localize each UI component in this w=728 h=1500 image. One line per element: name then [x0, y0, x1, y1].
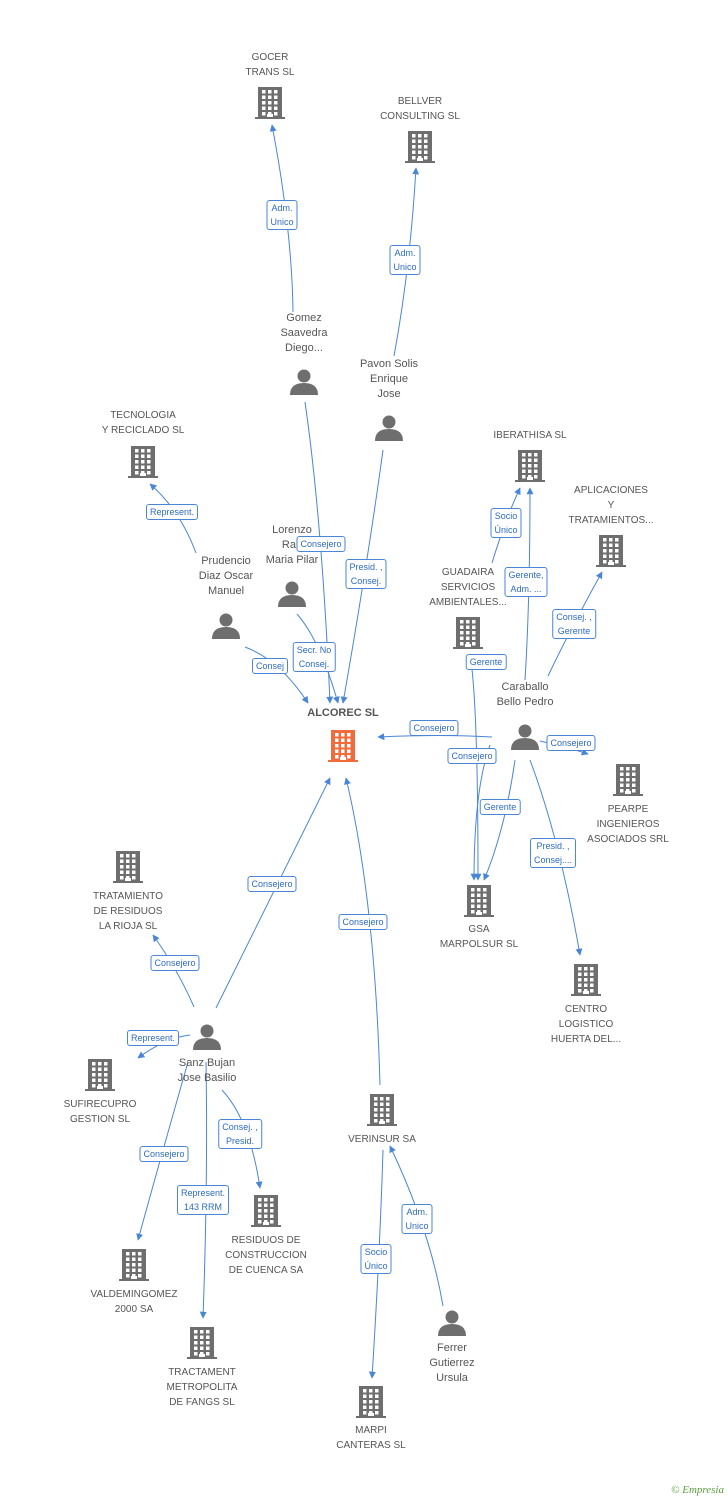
- person-label[interactable]: Ferrer Gutierrez Ursula: [429, 1342, 475, 1384]
- relationship-label: Adm. Unico: [389, 245, 421, 275]
- focus-company-icon[interactable]: [328, 730, 358, 762]
- company-icon[interactable]: [255, 87, 285, 119]
- company-icon[interactable]: [613, 764, 643, 796]
- relationship-label: Adm. Unico: [401, 1204, 433, 1234]
- company-icon[interactable]: [515, 450, 545, 482]
- relationship-label: Represent.: [126, 1030, 180, 1046]
- focus-company-label[interactable]: ALCOREC SL: [307, 707, 379, 719]
- person-label[interactable]: Caraballo Bello Pedro: [496, 681, 554, 708]
- company-label[interactable]: RESIDUOS DE CONSTRUCCION DE CUENCA SA: [225, 1235, 307, 1276]
- company-label[interactable]: VALDEMINGOMEZ 2000 SA: [90, 1289, 178, 1315]
- company-icon[interactable]: [128, 446, 158, 478]
- relationship-label: Socio Único: [360, 1244, 392, 1274]
- relationship-label: Consejero: [150, 955, 200, 971]
- relationship-label: Consej. , Presid.: [218, 1119, 262, 1149]
- company-icon[interactable]: [85, 1059, 115, 1091]
- relationship-edge: [469, 654, 482, 881]
- relationship-edge: [483, 759, 516, 881]
- company-icon[interactable]: [187, 1327, 217, 1359]
- relationship-label: Gerente, Adm. ...: [504, 567, 548, 597]
- relationship-label: Adm. Unico: [266, 200, 298, 230]
- company-label[interactable]: MARPI CANTERAS SL: [336, 1425, 406, 1451]
- relationship-edge: [344, 777, 381, 1086]
- relationship-label: Presid. , Consej.: [345, 559, 387, 589]
- relationship-label: Consejero: [447, 748, 497, 764]
- relationship-label: Consejero: [338, 914, 388, 930]
- company-label[interactable]: CENTRO LOGISTICO HUERTA DEL...: [550, 1004, 622, 1045]
- relationship-label: Socio Único: [490, 508, 522, 538]
- company-label[interactable]: GUADAIRA SERVICIOS AMBIENTALES...: [429, 567, 507, 608]
- person-label[interactable]: Pavon Solis Enrique Jose: [359, 358, 419, 400]
- watermark: © Empresia: [671, 1484, 724, 1496]
- company-icon[interactable]: [367, 1094, 397, 1126]
- relationship-label: Represent. 143 RRM: [176, 1185, 230, 1215]
- person-icon[interactable]: [438, 1310, 466, 1337]
- relationship-label: Consejero: [296, 536, 346, 552]
- person-icon[interactable]: [278, 581, 306, 608]
- company-icon[interactable]: [596, 535, 626, 567]
- company-label[interactable]: APLICACIONES Y TRATAMIENTOS...: [568, 485, 654, 526]
- person-label[interactable]: Gomez Saavedra Diego...: [280, 312, 328, 354]
- person-icon[interactable]: [212, 613, 240, 640]
- company-label[interactable]: BELLVER CONSULTING SL: [380, 96, 460, 122]
- relationship-edge: [215, 777, 331, 1009]
- relationship-label: Consej. , Gerente: [552, 609, 596, 639]
- relationship-label: Represent.: [145, 504, 199, 520]
- company-label[interactable]: TRATAMIENTO DE RESIDUOS LA RIOJA SL: [93, 891, 163, 932]
- company-icon[interactable]: [113, 851, 143, 883]
- person-label[interactable]: Prudencio Diaz Oscar Manuel: [198, 555, 254, 597]
- company-label[interactable]: IBERATHISA SL: [493, 430, 567, 441]
- person-label[interactable]: Sanz Bujan Jose Basilio: [177, 1057, 237, 1084]
- relationship-edge: [152, 934, 195, 1008]
- company-label[interactable]: PEARPE INGENIEROS ASOCIADOS SRL: [587, 804, 669, 845]
- relationship-label: Consejero: [139, 1146, 189, 1162]
- relationship-label: Gerente: [479, 799, 521, 815]
- person-icon[interactable]: [290, 369, 318, 396]
- company-label[interactable]: GOCER TRANS SL: [245, 52, 295, 78]
- person-icon[interactable]: [511, 724, 539, 751]
- relationship-label: Consejero: [546, 735, 596, 751]
- company-label[interactable]: TRACTAMENT METROPOLITA DE FANGS SL: [166, 1367, 238, 1408]
- company-label[interactable]: SUFIRECUPRO GESTION SL: [63, 1099, 137, 1125]
- company-icon[interactable]: [251, 1195, 281, 1227]
- person-label[interactable]: Lorenzo Ran Maria Pilar: [265, 524, 319, 566]
- company-icon[interactable]: [405, 131, 435, 163]
- company-icon[interactable]: [464, 885, 494, 917]
- company-icon[interactable]: [356, 1386, 386, 1418]
- relationship-label: Presid. , Consej....: [529, 838, 577, 868]
- company-icon[interactable]: [453, 617, 483, 649]
- company-icon[interactable]: [119, 1249, 149, 1281]
- relationship-label: Consejero: [247, 876, 297, 892]
- company-label[interactable]: VERINSUR SA: [348, 1134, 416, 1145]
- relationship-label: Gerente: [465, 654, 507, 670]
- company-icon[interactable]: [571, 964, 601, 996]
- person-icon[interactable]: [193, 1024, 221, 1051]
- relationship-label: Consej: [251, 658, 289, 674]
- relationship-label: Secr. No Consej.: [292, 642, 336, 672]
- company-label[interactable]: GSA MARPOLSUR SL: [439, 924, 519, 950]
- person-icon[interactable]: [375, 415, 403, 442]
- company-label[interactable]: TECNOLOGIA Y RECICLADO SL: [101, 410, 185, 436]
- relationship-label: Consejero: [409, 720, 459, 736]
